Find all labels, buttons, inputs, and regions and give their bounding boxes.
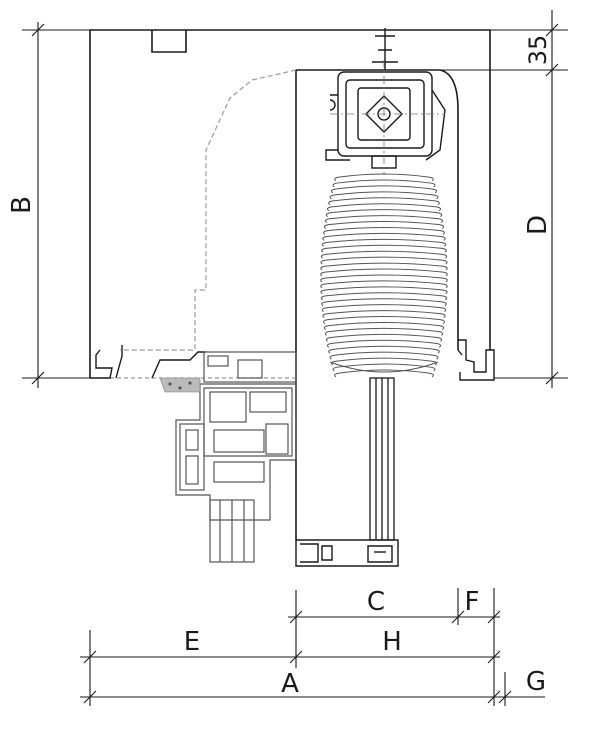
curtain-slat bbox=[320, 262, 448, 271]
axle-assembly bbox=[325, 28, 446, 169]
box-outer-wall bbox=[89, 29, 491, 378]
curtain-slat bbox=[325, 333, 443, 342]
curtain-slat bbox=[320, 256, 448, 265]
guide-rail bbox=[369, 377, 395, 541]
label-a: A bbox=[281, 669, 299, 699]
curtain-slat bbox=[328, 345, 440, 354]
curtain-slat bbox=[320, 274, 448, 283]
label-35: 35 bbox=[524, 35, 552, 66]
shutter-box bbox=[89, 29, 491, 540]
bottom-rail bbox=[295, 539, 399, 567]
box-top-notch bbox=[151, 30, 187, 53]
axle-centerlines bbox=[330, 60, 445, 175]
curtain-slat bbox=[322, 310, 446, 319]
curtain-slat bbox=[331, 185, 437, 194]
curtain-slat bbox=[326, 339, 442, 348]
curtain-slat bbox=[323, 322, 445, 330]
curtain-slat bbox=[334, 369, 434, 378]
curtain-slat bbox=[323, 316, 445, 324]
curtain-slat bbox=[323, 221, 445, 229]
curtain-slat bbox=[320, 268, 448, 277]
curtain-slat bbox=[320, 286, 448, 295]
curtain-slat bbox=[332, 363, 436, 372]
insulation-contour bbox=[90, 69, 297, 379]
curtain-slat bbox=[325, 209, 443, 218]
dimension-lines bbox=[22, 10, 568, 706]
curtain-slat bbox=[324, 215, 444, 223]
curtain-slat bbox=[324, 327, 444, 336]
label-c: C bbox=[367, 587, 385, 617]
label-f: F bbox=[465, 587, 480, 617]
curtain-slat bbox=[328, 197, 440, 206]
curtain-slat bbox=[329, 191, 439, 200]
curtain-slat bbox=[326, 203, 442, 212]
right-bottom-profile bbox=[457, 339, 495, 381]
curtain-roll-bottom bbox=[329, 361, 439, 373]
rolled-curtain bbox=[320, 173, 448, 378]
left-bottom-profile bbox=[90, 345, 206, 379]
curtain-slat bbox=[320, 250, 448, 259]
label-e: E bbox=[184, 627, 200, 657]
curtain-slat bbox=[323, 226, 445, 235]
curtain-slat bbox=[321, 244, 447, 253]
curtain-slat bbox=[321, 304, 447, 313]
window-frame-profile bbox=[175, 351, 297, 563]
lintel-hatch bbox=[159, 377, 201, 393]
curtain-slat bbox=[332, 179, 436, 188]
label-b: B bbox=[7, 196, 37, 214]
curtain-slat bbox=[322, 232, 446, 241]
curtain-slat bbox=[334, 173, 434, 182]
label-g: G bbox=[526, 667, 546, 697]
curtain-slat bbox=[320, 280, 448, 289]
label-h: H bbox=[382, 627, 402, 657]
label-d: D bbox=[523, 215, 553, 235]
curtain-slat bbox=[320, 292, 448, 301]
curtain-slat bbox=[329, 351, 439, 360]
curtain-slat bbox=[321, 238, 447, 247]
curtain-slat bbox=[321, 298, 447, 307]
